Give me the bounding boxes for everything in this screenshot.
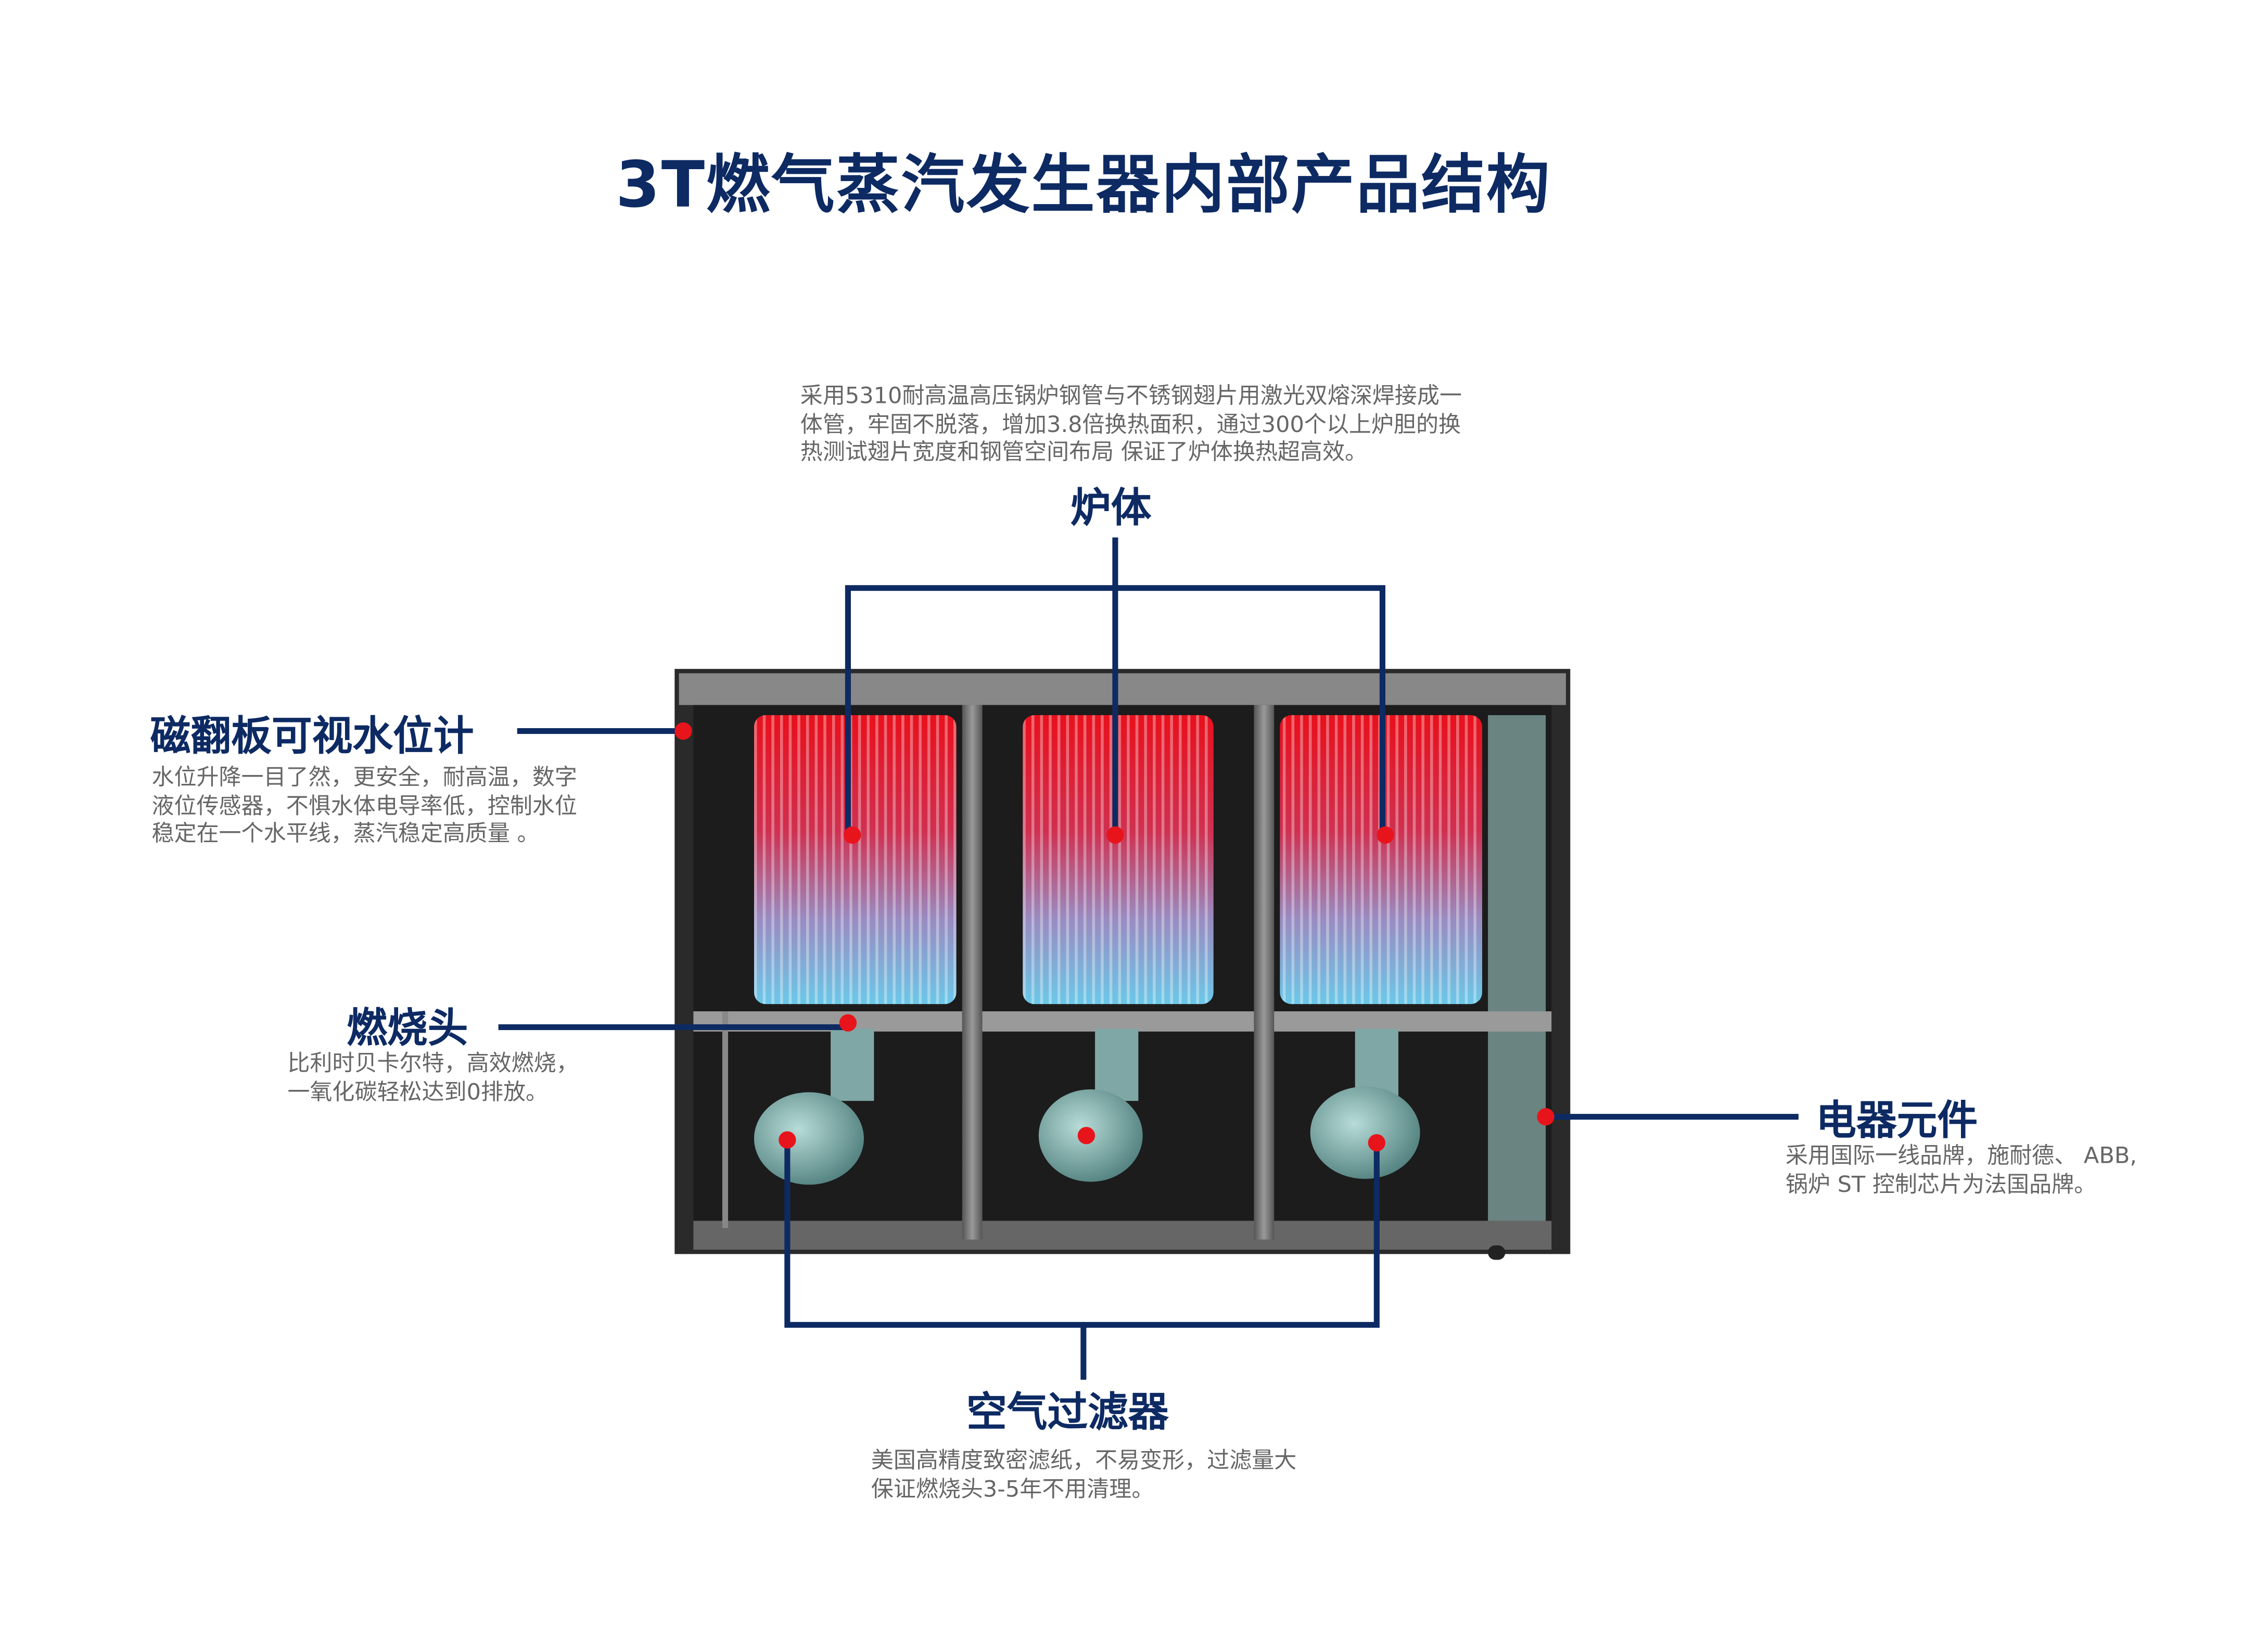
level-gauge-description: 水位升降一目了然，更安全，耐高温，数字 液位传感器，不惧水体电导率低，控制水位 …: [151, 764, 577, 848]
desc-line: 液位传感器，不惧水体电导率低，控制水位: [151, 792, 577, 819]
desc-line: 美国高精度致密滤纸，不易变形，过滤量大: [871, 1447, 1297, 1474]
burner-heading: 燃烧头: [347, 1004, 468, 1052]
desc-line: 保证燃烧头3-5年不用清理。: [871, 1476, 1154, 1502]
desc-line: 体管，牢固不脱落，增加3.8倍换热面积，通过300个以上炉胆的换: [800, 411, 1461, 437]
marker-dots: [674, 722, 1555, 1152]
desc-line: 水位升降一目了然，更安全，耐高温，数字: [151, 764, 577, 791]
desc-line: 一氧化碳轻松达到0排放。: [287, 1078, 549, 1105]
desc-line: 采用国际一线品牌，施耐德、 ABB,: [1785, 1142, 2137, 1169]
air-filter-description: 美国高精度致密滤纸，不易变形，过滤量大 保证燃烧头3-5年不用清理。: [871, 1447, 1297, 1504]
desc-line: 稳定在一个水平线，蒸汽稳定高质量 。: [151, 820, 540, 847]
desc-line: 采用5310耐高温高压锅炉钢管与不锈钢翅片用激光双熔深焊接成一: [800, 383, 1462, 409]
desc-line: 锅炉 ST 控制芯片为法国品牌。: [1785, 1171, 2097, 1197]
desc-line: 热测试翅片宽度和钢管空间布局 保证了炉体换热超高效。: [800, 439, 1368, 465]
burner-description: 比利时贝卡尔特，高效燃烧， 一氧化碳轻松达到0排放。: [287, 1050, 578, 1107]
page-title: 3T燃气蒸汽发生器内部产品结构: [615, 148, 1551, 223]
desc-line: 比利时贝卡尔特，高效燃烧，: [287, 1050, 579, 1076]
furnace-coils: [754, 715, 1482, 1005]
furnace-heading: 炉体: [1070, 484, 1152, 532]
furnace-description: 采用5310耐高温高压锅炉钢管与不锈钢翅片用激光双熔深焊接成一 体管，牢固不脱落…: [800, 383, 1462, 467]
air-filter-heading: 空气过滤器: [966, 1388, 1169, 1437]
leader-lines: [498, 537, 1799, 1380]
electrical-heading: 电器元件: [1816, 1096, 1978, 1145]
electrical-description: 采用国际一线品牌，施耐德、 ABB, 锅炉 ST 控制芯片为法国品牌。: [1786, 1143, 2137, 1199]
level-gauge-heading: 磁翻板可视水位计: [150, 712, 474, 760]
